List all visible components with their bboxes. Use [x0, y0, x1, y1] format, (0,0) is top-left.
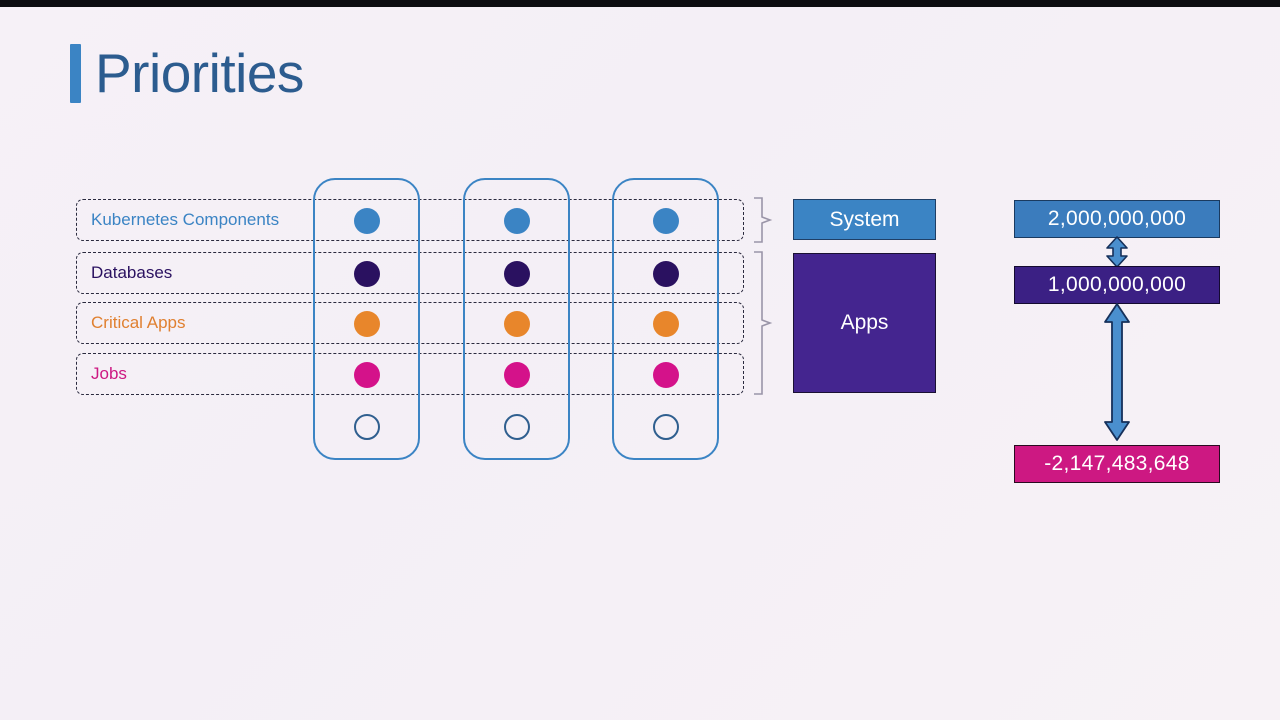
group-box-system[interactable]: System — [793, 199, 936, 240]
pod-dot-empty — [353, 414, 380, 440]
node-column-3[interactable] — [612, 178, 719, 460]
priority-row-label: Databases — [91, 263, 173, 282]
pod-dot-kubernetes — [353, 208, 380, 234]
value-box-label: 2,000,000,000 — [1047, 207, 1187, 230]
pod-dot-kubernetes — [652, 208, 679, 234]
group-box-apps[interactable]: Apps — [793, 253, 936, 393]
pod-dot-critical-app — [353, 311, 380, 337]
priority-row-critical-apps[interactable]: Critical Apps — [76, 302, 744, 344]
pod-dot-empty — [503, 414, 530, 440]
priority-row-jobs[interactable]: Jobs — [76, 353, 744, 395]
page-title: Priorities — [70, 44, 304, 103]
value-box-label: 1,000,000,000 — [1047, 273, 1187, 296]
pod-dot-database — [652, 261, 679, 287]
priority-row-label: Jobs — [91, 364, 127, 383]
brace-system — [754, 197, 773, 243]
value-box-max-priority[interactable]: 2,000,000,000 — [1014, 200, 1220, 238]
pod-dot-empty — [652, 414, 679, 440]
title-accent-bar — [70, 44, 81, 103]
double-arrow-long-icon — [1104, 303, 1130, 441]
group-box-label: Apps — [840, 311, 889, 334]
double-arrow-short-icon — [1106, 236, 1128, 268]
brace-apps — [754, 251, 773, 395]
value-box-min-priority[interactable]: -2,147,483,648 — [1014, 445, 1220, 483]
node-column-2[interactable] — [463, 178, 570, 460]
pod-dot-critical-app — [503, 311, 530, 337]
group-box-label: System — [829, 207, 900, 231]
pod-dot-job — [503, 362, 530, 388]
title-text: Priorities — [95, 42, 304, 104]
priority-row-label: Kubernetes Components — [91, 210, 280, 229]
pod-dot-job — [652, 362, 679, 388]
value-box-default-priority[interactable]: 1,000,000,000 — [1014, 266, 1220, 304]
pod-dot-database — [503, 261, 530, 287]
node-column-1[interactable] — [313, 178, 420, 460]
priority-row-databases[interactable]: Databases — [76, 252, 744, 294]
priority-row-label: Critical Apps — [91, 313, 186, 332]
pod-dot-critical-app — [652, 311, 679, 337]
pod-dot-database — [353, 261, 380, 287]
pod-dot-job — [353, 362, 380, 388]
pod-dot-kubernetes — [503, 208, 530, 234]
value-box-label: -2,147,483,648 — [1044, 452, 1190, 475]
top-black-bar — [0, 0, 1280, 7]
